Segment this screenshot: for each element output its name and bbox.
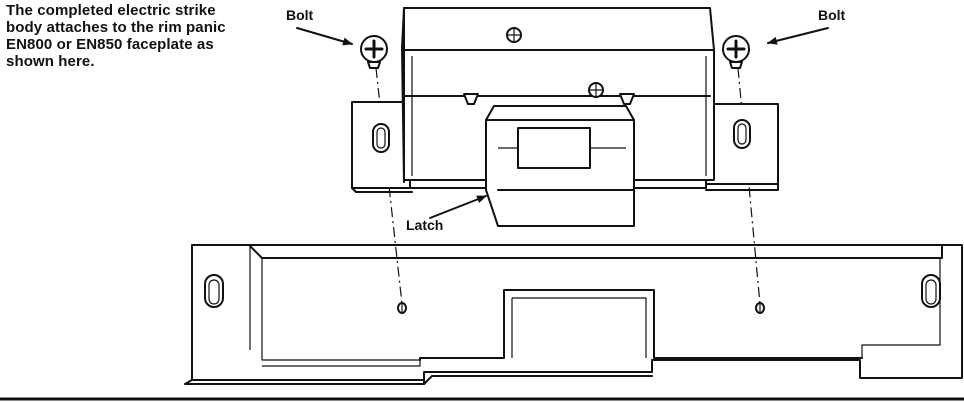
- latch: [485, 105, 635, 227]
- arrow-latch: [429, 195, 487, 219]
- faceplate: [184, 244, 963, 385]
- latch-label: Latch: [406, 217, 444, 233]
- bolt-label-left: Bolt: [286, 7, 314, 23]
- strike-mounting-plate: [351, 101, 779, 193]
- bolt-label-right: Bolt: [818, 7, 846, 23]
- diagram-caption: The completed electric strike body attac…: [6, 2, 226, 70]
- arrow-bolt-right: [767, 27, 829, 45]
- strike-body-housing: [401, 7, 715, 183]
- bolt-right: [722, 35, 750, 69]
- arrow-bolt-left: [296, 27, 353, 46]
- bolt-left: [360, 35, 388, 69]
